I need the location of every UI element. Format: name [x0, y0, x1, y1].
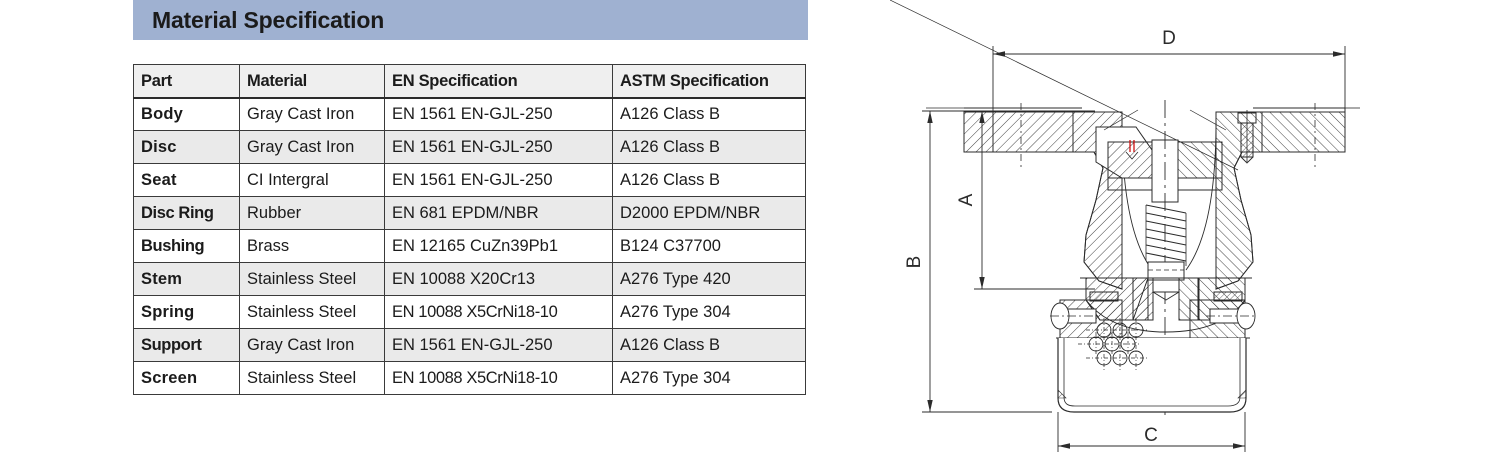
cell-en: EN 1561 EN-GJL-250 — [384, 97, 613, 131]
cell-part: Body — [133, 97, 240, 131]
column-header-material: Material — [239, 64, 385, 99]
cell-material: Brass — [239, 229, 385, 263]
cell-astm: A276 Type 304 — [612, 361, 806, 395]
side-bolt-right — [1206, 302, 1256, 330]
table-row: Bushing Brass EN 12165 CuZn39Pb1 B124 C3… — [133, 229, 806, 263]
table-row: Seat CI Intergral EN 1561 EN-GJL-250 A12… — [133, 163, 806, 197]
table-row: Screen Stainless Steel EN 10088 X5CrNi18… — [133, 361, 806, 395]
cell-material: Stainless Steel — [239, 262, 385, 296]
screen-basket — [1057, 338, 1247, 413]
material-specification-panel: Material Specification Part Material EN … — [133, 0, 808, 395]
cell-material: CI Intergral — [239, 163, 385, 197]
cell-en: EN 10088 X20Cr13 — [384, 262, 613, 296]
cell-astm: D2000 EPDM/NBR — [612, 196, 806, 230]
cell-astm: B124 C37700 — [612, 229, 806, 263]
flange-left — [963, 107, 1082, 153]
cell-astm: A126 Class B — [612, 130, 806, 164]
column-header-en-specification: EN Specification — [384, 64, 613, 99]
table-header-row: Part Material EN Specification ASTM Spec… — [133, 64, 806, 99]
cell-part: Stem — [133, 262, 240, 296]
dimension-label-D: D — [1162, 28, 1176, 49]
table-body: Body Gray Cast Iron EN 1561 EN-GJL-250 A… — [133, 97, 806, 395]
cell-material: Gray Cast Iron — [239, 130, 385, 164]
seat-bushing-block — [890, 0, 1239, 191]
foot-valve-cross-section-drawing: D A B — [890, 0, 1360, 452]
cell-part: Bushing — [133, 229, 240, 263]
cell-astm: A126 Class B — [612, 328, 806, 362]
cell-part: Disc — [133, 130, 240, 164]
cell-material: Stainless Steel — [239, 295, 385, 329]
column-header-astm-specification: ASTM Specification — [612, 64, 806, 99]
cell-part: Disc Ring — [133, 196, 240, 230]
dimension-C: C — [1057, 412, 1246, 452]
column-header-part: Part — [133, 64, 240, 99]
flange-right — [1253, 107, 1346, 153]
page-title: Material Specification — [152, 6, 385, 33]
spring — [1145, 204, 1187, 266]
cell-en: EN 1561 EN-GJL-250 — [384, 328, 613, 362]
cell-en: EN 1561 EN-GJL-250 — [384, 130, 613, 164]
table-row: Body Gray Cast Iron EN 1561 EN-GJL-250 A… — [133, 97, 806, 131]
dimension-label-A: A — [956, 193, 977, 206]
spec-title-bar: Material Specification — [133, 0, 808, 40]
cell-part: Seat — [133, 163, 240, 197]
side-bolt-left — [1050, 302, 1100, 330]
cell-material: Gray Cast Iron — [239, 97, 385, 131]
material-specification-table: Part Material EN Specification ASTM Spec… — [133, 64, 806, 395]
cell-en: EN 10088 X5CrNi18-10 — [384, 295, 613, 329]
cell-astm: A126 Class B — [612, 97, 806, 131]
cell-astm: A126 Class B — [612, 163, 806, 197]
dimension-D: D — [992, 28, 1346, 112]
cell-material: Gray Cast Iron — [239, 328, 385, 362]
cell-en: EN 12165 CuZn39Pb1 — [384, 229, 613, 263]
technical-drawing-panel: D A B — [890, 0, 1507, 465]
table-row: Disc Ring Rubber EN 681 EPDM/NBR D2000 E… — [133, 196, 806, 230]
table-row: Disc Gray Cast Iron EN 1561 EN-GJL-250 A… — [133, 130, 806, 164]
cell-part: Screen — [133, 361, 240, 395]
cell-en: EN 681 EPDM/NBR — [384, 196, 613, 230]
dimension-B: B — [904, 110, 1052, 413]
cell-en: EN 10088 X5CrNi18-10 — [384, 361, 613, 395]
cell-astm: A276 Type 420 — [612, 262, 806, 296]
cell-part: Spring — [133, 295, 240, 329]
cell-material: Rubber — [239, 196, 385, 230]
dimension-label-C: C — [1144, 425, 1158, 446]
screen-perforation-pattern — [1078, 318, 1148, 370]
dimension-label-B: B — [904, 256, 925, 269]
cell-part: Support — [133, 328, 240, 362]
table-row: Stem Stainless Steel EN 10088 X20Cr13 A2… — [133, 262, 806, 296]
table-header: Part Material EN Specification ASTM Spec… — [133, 64, 806, 99]
cell-en: EN 1561 EN-GJL-250 — [384, 163, 613, 197]
cell-astm: A276 Type 304 — [612, 295, 806, 329]
table-row: Spring Stainless Steel EN 10088 X5CrNi18… — [133, 295, 806, 329]
cell-material: Stainless Steel — [239, 361, 385, 395]
table-row: Support Gray Cast Iron EN 1561 EN-GJL-25… — [133, 328, 806, 362]
